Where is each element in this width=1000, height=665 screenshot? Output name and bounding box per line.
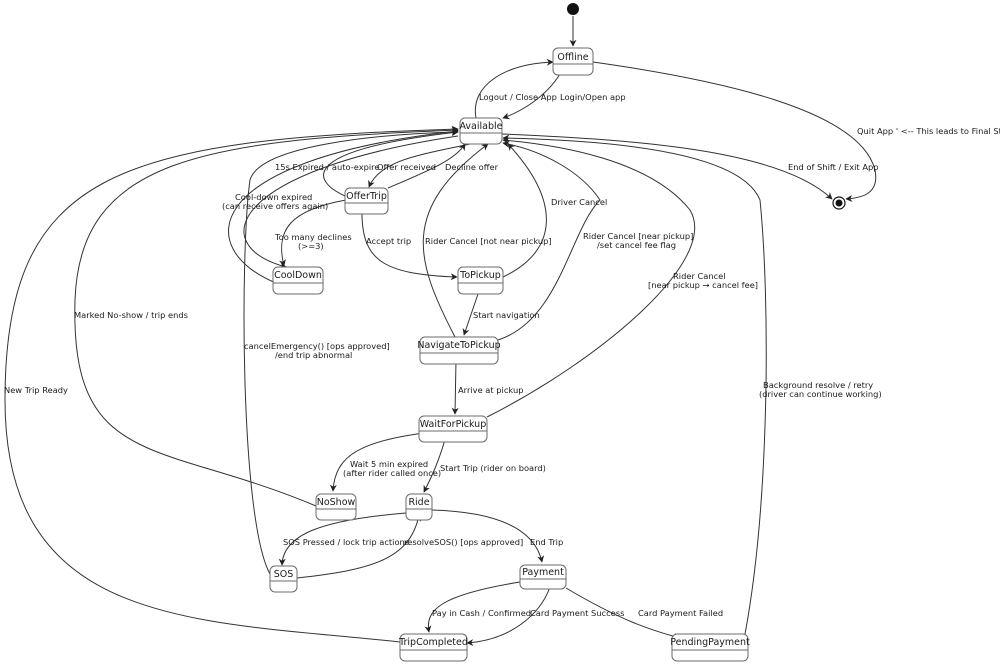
label-start-trip: Start Trip (rider on board) [440, 463, 546, 473]
edge-background-resolve [502, 134, 767, 635]
edge-offer-received [368, 143, 471, 188]
state-trip-completed: TripCompleted [398, 633, 468, 662]
state-available: Available [459, 117, 503, 145]
label-wait-5-min-1: Wait 5 min expired [350, 459, 428, 469]
edge-cooldown-expired [228, 128, 459, 284]
state-navigate-to-pickup-label: NavigateToPickup [417, 340, 500, 351]
label-driver-cancel: Driver Cancel [551, 197, 607, 207]
state-offline-label: Offline [557, 52, 588, 63]
state-wait-for-pickup-label: WaitForPickup [420, 419, 486, 430]
label-card-failed: Card Payment Failed [638, 608, 723, 618]
state-ride-label: Ride [408, 497, 429, 508]
edge-card-failed [565, 587, 681, 640]
label-cooldown-expired-2: (can receive offers again) [222, 201, 328, 211]
label-background-resolve-2: (driver can continue working) [759, 389, 882, 399]
edge-decline-offer [387, 143, 466, 189]
edge-start-navigation [462, 293, 479, 336]
edge-wait-5-min [329, 430, 441, 492]
state-cool-down-label: CoolDown [274, 270, 322, 281]
edge-rider-cancel-near [497, 140, 601, 341]
label-sos-pressed: SOS Pressed / lock trip actions [283, 537, 409, 547]
state-available-label: Available [459, 121, 502, 132]
edge-accept-trip [361, 203, 458, 281]
state-navigate-to-pickup: NavigateToPickup [417, 336, 501, 365]
state-offline: Offline [552, 47, 594, 76]
label-cancel-emergency-2: /end trip abnormal [275, 350, 352, 360]
label-logout: Logout / Close App [479, 92, 557, 102]
state-sos: SOS [269, 565, 298, 593]
label-resolve-sos: resolveSOS() [ops approved] [404, 537, 523, 547]
label-cancel-emergency-1: cancelEmergency() [ops approved] [244, 341, 390, 351]
state-pending-payment-label: PendingPayment [670, 637, 750, 648]
state-payment: Payment [519, 564, 567, 590]
edge-new-trip-ready [4, 125, 459, 643]
label-rider-cancel-near-2: /set cancel fee flag [597, 240, 676, 250]
edge-rider-cancel-not-near [422, 143, 489, 338]
transition-labels: Logout / Close App Login/Open app Quit A… [4, 92, 1000, 618]
label-rider-cancel-fee-1: Rider Cancel [673, 271, 726, 281]
edge-arrive-at-pickup [451, 359, 459, 415]
label-end-of-shift: End of Shift / Exit App [788, 162, 879, 172]
edge-too-many-declines [279, 199, 347, 267]
transitions [4, 16, 877, 647]
label-rider-cancel-fee-2: [near pickup → cancel fee] [648, 280, 758, 290]
state-wait-for-pickup: WaitForPickup [418, 415, 488, 443]
edge-quit-app [592, 61, 877, 203]
state-trip-completed-label: TripCompleted [398, 637, 468, 648]
edge-sos-pressed [278, 512, 407, 566]
label-new-trip-ready: New Trip Ready [4, 385, 68, 395]
label-background-resolve-1: Background resolve / retry [763, 380, 873, 390]
state-to-pickup-label: ToPickup [459, 270, 501, 281]
final-state [832, 196, 846, 210]
label-accept-trip: Accept trip [366, 236, 411, 246]
edge-resolve-sos [296, 514, 422, 579]
label-login: Login/Open app [560, 92, 626, 102]
initial-state [567, 3, 579, 15]
edge-cancel-emergency [243, 128, 459, 575]
state-pending-payment: PendingPayment [670, 633, 750, 662]
state-sos-label: SOS [274, 569, 294, 580]
label-too-many-declines-2: (>=3) [298, 241, 324, 251]
state-ride: Ride [405, 493, 433, 521]
label-rider-cancel-near-1: Rider Cancel [near pickup] [583, 231, 693, 241]
edge-15s-expired [323, 129, 459, 197]
edge-marked-no-show [74, 126, 459, 507]
state-cool-down: CoolDown [272, 266, 324, 295]
edge-end-trip [431, 509, 545, 563]
label-quit-app: Quit App ' <-- This leads to Final State [857, 126, 1000, 136]
label-wait-5-min-2: (after rider called once) [343, 468, 441, 478]
label-marked-no-show: Marked No-show / trip ends [74, 310, 188, 320]
edge-pay-in-cash [424, 581, 521, 633]
label-pay-in-cash: Pay in Cash / Confirmed [432, 608, 531, 618]
label-start-navigation: Start navigation [473, 310, 540, 320]
state-no-show: NoShow [315, 493, 357, 521]
state-payment-label: Payment [522, 567, 564, 578]
label-cooldown-expired-1: Cool-down expired [235, 192, 312, 202]
edge-end-of-shift [501, 133, 833, 200]
label-offer-received: Offer received [377, 162, 436, 172]
edge-card-success [466, 586, 551, 647]
edge-logout [474, 58, 554, 119]
label-decline-offer: Decline offer [445, 162, 499, 172]
state-offer-trip-label: OfferTrip [346, 191, 387, 202]
state-to-pickup: ToPickup [457, 266, 504, 295]
state-offer-trip: OfferTrip [344, 187, 389, 215]
edge-rider-cancel-fee [486, 137, 696, 418]
label-rider-cancel-not-near: Rider Cancel [not near pickup] [425, 236, 552, 246]
label-too-many-declines-1: Too many declines [274, 232, 352, 242]
label-arrive-at-pickup: Arrive at pickup [458, 385, 524, 395]
edge-driver-cancel [502, 143, 547, 278]
label-15s-expired: 15s Expired / auto-expire [275, 162, 380, 172]
state-no-show-label: NoShow [317, 497, 356, 508]
edge-login [502, 73, 561, 120]
label-card-success: Card Payment Success [530, 608, 624, 618]
edge-available-cooldown [243, 135, 459, 269]
label-end-trip: End Trip [530, 537, 563, 547]
